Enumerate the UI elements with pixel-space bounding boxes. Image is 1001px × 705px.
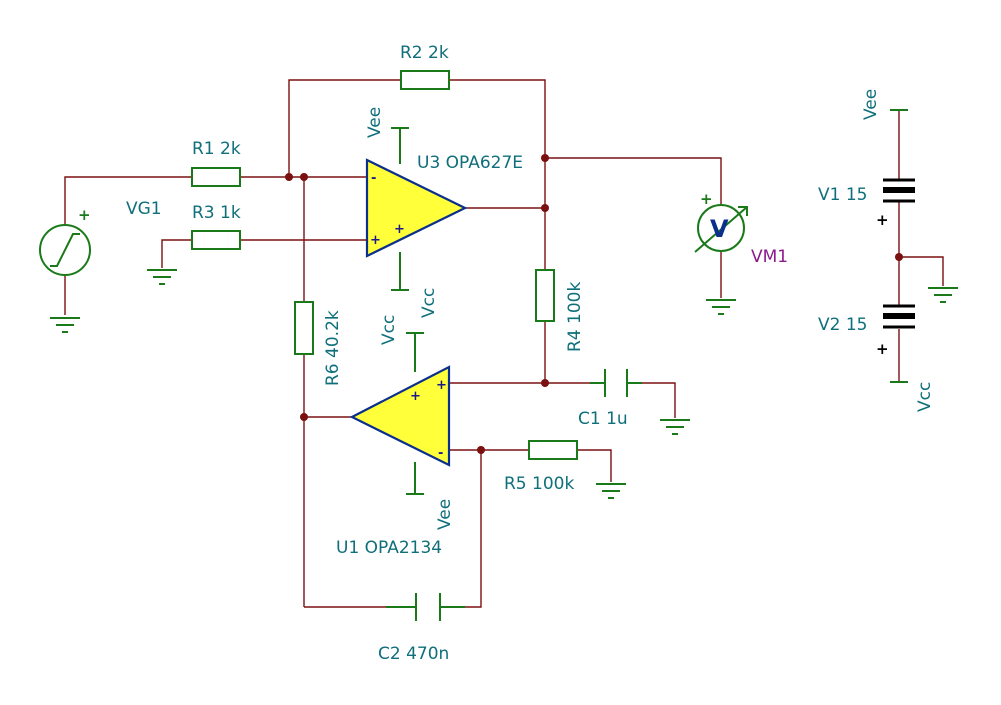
vg1-plus-sign: + xyxy=(78,206,91,224)
capacitor-c1-icon[interactable] xyxy=(590,369,642,397)
label-vg1: VG1 xyxy=(126,199,162,219)
label-r2: R2 2k xyxy=(400,43,449,63)
resistor-r5-icon[interactable] xyxy=(528,440,578,460)
label-r1: R1 2k xyxy=(192,139,241,159)
ground-r3-icon xyxy=(147,269,177,285)
u3-plus-sign: + xyxy=(370,233,381,248)
wires xyxy=(64,79,944,608)
rail-label-u3-vee: Vee xyxy=(365,107,385,138)
junction-nodes xyxy=(285,154,903,454)
ground-r5-icon xyxy=(596,483,626,499)
vm1-plus-sign: + xyxy=(700,190,713,208)
label-vm1: VM1 xyxy=(751,247,788,267)
label-u3: U3 OPA627E xyxy=(417,153,523,173)
ground-vg1-icon xyxy=(50,317,80,333)
ground-battery-icon xyxy=(928,287,958,303)
label-v2: V2 15 xyxy=(818,315,867,335)
u3-supply-plus-sign: + xyxy=(394,222,405,237)
ground-c1-icon xyxy=(660,419,690,435)
u3-minus-sign: - xyxy=(371,171,376,186)
u1-plus-sign: + xyxy=(436,378,447,393)
label-r6: R6 40.2k xyxy=(323,310,343,386)
rail-label-battery-vcc: Vcc xyxy=(915,382,935,412)
resistor-r2-icon[interactable] xyxy=(400,70,450,90)
rail-label-u3-vcc: Vcc xyxy=(419,288,439,318)
opamp-u3-icon[interactable]: - + + xyxy=(365,127,468,291)
label-r4: R4 100k xyxy=(565,282,585,352)
rail-label-u1-vcc: Vcc xyxy=(379,315,399,345)
label-u1: U1 OPA2134 xyxy=(336,538,442,558)
rail-label-u1-vee: Vee xyxy=(435,499,455,530)
label-c2: C2 470n xyxy=(378,644,449,664)
supply-terminals xyxy=(890,109,908,383)
label-r5: R5 100k xyxy=(504,474,574,494)
v1-plus-sign: + xyxy=(876,211,889,229)
resistor-r3-icon[interactable] xyxy=(191,230,241,250)
label-v1: V1 15 xyxy=(818,185,867,205)
resistor-r4-icon[interactable] xyxy=(535,269,555,322)
voltmeter-letter: V xyxy=(710,215,729,243)
resistor-r6-icon[interactable] xyxy=(294,301,314,355)
ground-vm1-icon xyxy=(706,299,736,315)
capacitor-c2-icon[interactable] xyxy=(386,593,465,621)
label-r3: R3 1k xyxy=(192,203,241,223)
resistor-r1-icon[interactable] xyxy=(191,167,241,187)
opamp-u1-icon[interactable]: + - + xyxy=(349,332,451,495)
signal-generator-vg1-icon[interactable]: + xyxy=(39,206,91,276)
u1-supply-plus-sign: + xyxy=(410,389,421,404)
u1-minus-sign: - xyxy=(438,446,443,461)
v2-plus-sign: + xyxy=(876,340,889,358)
battery-v2-icon[interactable]: + xyxy=(876,304,915,358)
battery-v1-icon[interactable]: + xyxy=(876,178,915,229)
rail-label-battery-vee: Vee xyxy=(861,89,881,120)
voltmeter-vm1-icon[interactable]: V + xyxy=(694,190,748,253)
label-c1: C1 1u xyxy=(578,409,628,429)
